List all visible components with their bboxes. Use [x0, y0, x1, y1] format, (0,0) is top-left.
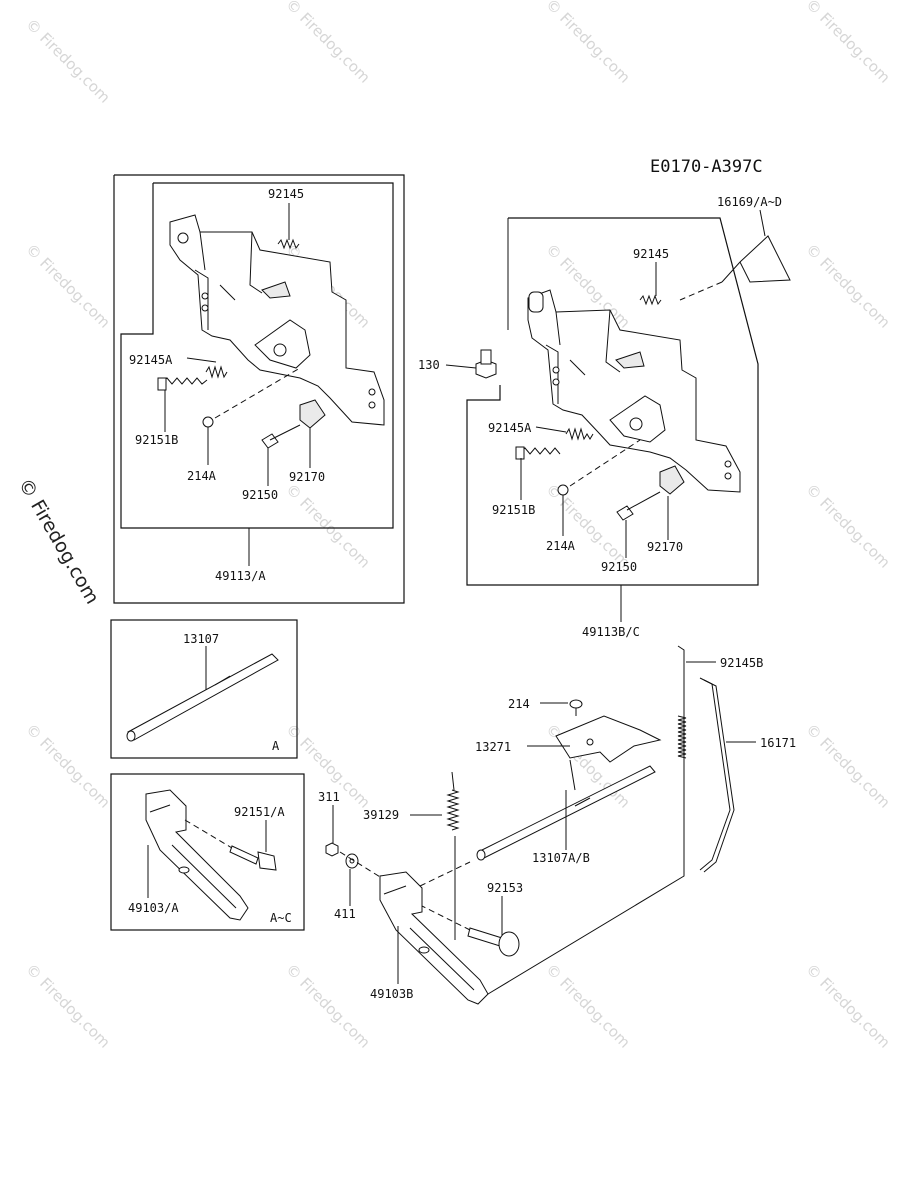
spring-92145A	[205, 365, 228, 379]
part-label: 311	[318, 790, 340, 804]
watermark: © Firedog.com	[22, 15, 114, 107]
part-label: A~C	[270, 911, 292, 925]
part-label: 92145A	[488, 421, 532, 435]
lever-49103B	[379, 871, 489, 1005]
spring-39129	[446, 789, 460, 831]
watermark: © Firedog.com	[282, 480, 374, 572]
watermark: © Firedog.com	[542, 480, 634, 572]
lever-49103A-box	[110, 773, 305, 931]
rod-92145B	[487, 645, 685, 995]
part-label: 39129	[363, 808, 399, 822]
part-label: 130	[418, 358, 440, 372]
watermark: © Firedog.com	[802, 240, 894, 332]
watermark: © Firedog.com	[802, 480, 894, 572]
part-label: 49103B	[370, 987, 413, 1001]
side-watermark: © Firedog.com	[14, 475, 104, 608]
shaft-13107-box	[110, 619, 298, 759]
part-label: 92151B	[492, 503, 535, 517]
part-label: 92145B	[720, 656, 763, 670]
part-label: 16171	[760, 736, 796, 750]
watermark: © Firedog.com	[802, 720, 894, 812]
pin-16169	[721, 235, 791, 283]
part-label: 49113/A	[215, 569, 266, 583]
control-bracket	[527, 289, 741, 493]
part-label: 92151B	[135, 433, 178, 447]
part-label: 92151/A	[234, 805, 285, 819]
spring-92145A	[565, 427, 594, 441]
part-label: 49113B/C	[582, 625, 640, 639]
plate-13271	[555, 715, 662, 763]
part-label: 214A	[546, 539, 576, 553]
watermark: © Firedog.com	[802, 0, 894, 87]
part-label: 49103/A	[128, 901, 179, 915]
part-label: 92170	[647, 540, 683, 554]
part-label: 13107A/B	[532, 851, 590, 865]
part-label: 92145A	[129, 353, 173, 367]
rod-16171	[699, 677, 731, 871]
bolt-92153	[467, 927, 503, 947]
part-label: 92145	[633, 247, 669, 261]
assembly-bottom	[325, 645, 756, 1005]
spring-92145B	[677, 715, 687, 759]
assembly-49113A	[113, 174, 405, 604]
control-bracket	[169, 214, 385, 426]
spring-92151B	[161, 377, 208, 385]
watermark: © Firedog.com	[802, 960, 894, 1052]
watermark: © Firedog.com	[542, 960, 634, 1052]
watermark: © Firedog.com	[22, 720, 114, 812]
watermark: © Firedog.com	[22, 240, 114, 332]
screw-214	[569, 699, 583, 709]
shaft-13107	[127, 653, 279, 741]
part-label: A	[272, 739, 280, 753]
watermark: © Firedog.com	[22, 960, 114, 1052]
part-label: 92150	[242, 488, 278, 502]
bolt-92151A	[229, 845, 259, 865]
part-label: 214A	[187, 469, 217, 483]
part-label: 411	[334, 907, 356, 921]
spring-92145	[639, 294, 662, 306]
part-label: 92170	[289, 470, 325, 484]
watermark: © Firedog.com	[282, 960, 374, 1052]
nut-311	[325, 842, 339, 857]
part-label: 92153	[487, 881, 523, 895]
part-label: 13107	[183, 632, 219, 646]
part-label: 13271	[475, 740, 511, 754]
part-label: 92150	[601, 560, 637, 574]
spring-92151B	[519, 447, 561, 455]
part-label: 16169/A~D	[717, 195, 782, 209]
lever-49103A	[145, 789, 249, 921]
spring-92145	[277, 238, 300, 250]
watermark: © Firedog.com	[542, 0, 634, 87]
assembly-49113BC	[445, 209, 791, 622]
part-label: 92145	[268, 187, 304, 201]
part-label: 214	[508, 697, 530, 711]
diagram-code: E0170-A397C	[650, 157, 763, 177]
watermark: © Firedog.com	[282, 0, 374, 87]
